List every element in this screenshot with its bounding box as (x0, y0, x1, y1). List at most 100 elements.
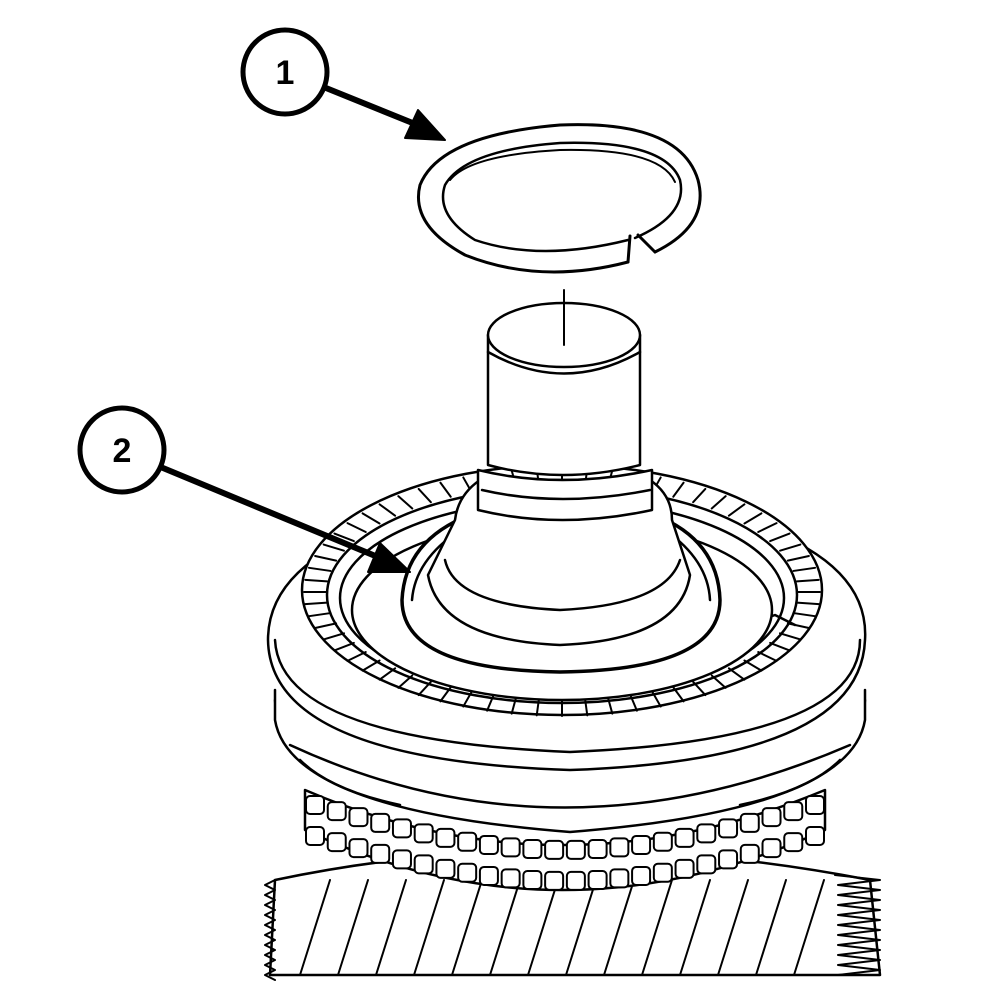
synchro-tooth (692, 680, 707, 697)
synchro-tooth (486, 694, 495, 712)
clutch-tooth (761, 838, 782, 859)
synchro-tooth (795, 601, 820, 606)
clutch-tooth (500, 868, 521, 889)
clutch-tooth (457, 831, 478, 852)
clutch-tooth (478, 865, 499, 886)
synchro-tooth (462, 690, 473, 708)
clutch-tooth (370, 843, 391, 864)
clutch-tooth (348, 838, 369, 859)
gear-helix-line (299, 879, 331, 976)
clutch-tooth (435, 827, 456, 848)
gear-helix-lines (299, 879, 825, 976)
clutch-tooth (783, 801, 804, 822)
clutch-tooth (435, 858, 456, 879)
clutch-tooth (652, 862, 673, 883)
clutch-teeth-row-upper (305, 795, 825, 860)
clutch-tooth (696, 854, 717, 875)
callout-1-circle (240, 27, 330, 117)
helical-gear (264, 848, 882, 981)
synchro-tooth (607, 696, 614, 715)
clutch-tooth (305, 795, 325, 815)
synchro-tooth (629, 694, 638, 712)
synchro-tooth (346, 522, 367, 533)
synchro-tooth (769, 532, 791, 543)
gear-helix-line (755, 879, 787, 976)
clutch-tooth (478, 834, 499, 855)
synchro-tooth (417, 487, 432, 504)
synchro-tooth (346, 651, 367, 662)
synchro-tooth (510, 696, 517, 715)
synchro-tooth (397, 674, 414, 689)
clutch-tooth (500, 837, 521, 858)
synchro-tooth (769, 641, 791, 652)
clutch-tooth (326, 801, 347, 822)
synchro-tooth (710, 495, 727, 510)
synchro-tooth (672, 481, 685, 498)
synchro-tooth (584, 698, 589, 717)
synchro-tooth (792, 612, 817, 618)
clutch-tooth (587, 870, 608, 891)
synchro-tooth (672, 686, 685, 703)
clutch-tooth (326, 832, 347, 853)
clutch-tooth (609, 837, 630, 858)
clutch-tooth (696, 823, 717, 844)
synchro-tooth (535, 698, 540, 717)
synchro-tooth (307, 612, 332, 618)
shaft-collar (476, 468, 654, 522)
synchro-tooth (417, 680, 432, 697)
synchro-tooth (439, 481, 452, 498)
synchro-ring-teeth (303, 467, 821, 717)
clutch-tooth (631, 865, 652, 886)
clutch-tooth (544, 839, 565, 860)
clutch-tooth (522, 839, 543, 860)
clutch-tooth (457, 862, 478, 883)
gear-helix-line (565, 879, 597, 976)
synchro-tooth (651, 690, 662, 708)
synchro-tooth (692, 487, 707, 504)
gear-tooth-edge-right (834, 874, 881, 976)
callout-1-leader (323, 85, 428, 131)
synchro-tooth (378, 503, 397, 517)
synchro-tooth (314, 622, 338, 629)
synchro-tooth (333, 532, 355, 543)
synchro-tooth (743, 512, 763, 525)
synchro-tooth (361, 659, 381, 672)
clutch-tooth (522, 870, 543, 891)
synchro-tooth (304, 578, 329, 583)
clutch-tooth (718, 818, 739, 839)
callout-2-label: 2 (113, 432, 132, 470)
gear-helix-line (717, 879, 749, 976)
synchro-tooth (743, 659, 763, 672)
callout-1-label: 1 (276, 54, 295, 92)
gear-helix-line (337, 879, 369, 976)
gear-helix-line (679, 879, 711, 976)
callout-1-arrowhead (404, 109, 446, 141)
synchro-tooth (397, 495, 414, 510)
clutch-tooth (587, 839, 608, 860)
clutch-tooth (413, 854, 434, 875)
clutch-tooth (674, 827, 695, 848)
synchro-tooth (757, 522, 778, 533)
clutch-tooth (565, 870, 586, 891)
clutch-tooth (805, 795, 825, 815)
clutch-tooth (761, 807, 782, 828)
clutch-tooth (565, 839, 586, 860)
synchro-tooth (779, 632, 802, 641)
synchro-tooth (378, 667, 397, 681)
gear-helix-line (413, 879, 445, 976)
clutch-tooth (609, 868, 630, 889)
gear-teeth-right (834, 874, 881, 976)
synchro-tooth (439, 686, 452, 703)
clutch-teeth-band (303, 788, 827, 892)
gear-helix-line (375, 879, 407, 976)
gear-tooth-edge-left (264, 879, 276, 981)
gear-helix-line (489, 879, 521, 976)
gear-helix-line (641, 879, 673, 976)
clutch-tooth (739, 812, 760, 833)
clutch-tooth (370, 812, 391, 833)
clutch-teeth-row-lower (305, 826, 825, 891)
clutch-tooth (739, 843, 760, 864)
clutch-tooth (413, 823, 434, 844)
clutch-tooth (652, 831, 673, 852)
output-shaft (400, 289, 722, 674)
